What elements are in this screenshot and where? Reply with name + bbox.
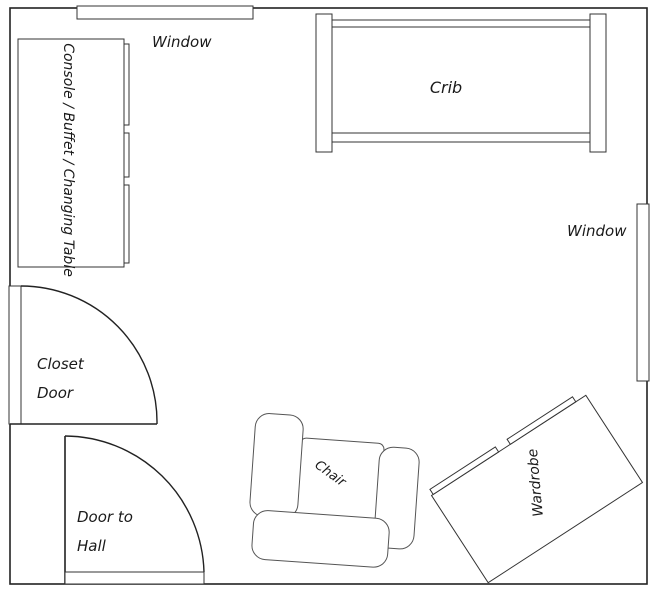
closet-door-swing bbox=[20, 285, 158, 425]
hall-door-threshold bbox=[64, 571, 205, 585]
console-drawer-2 bbox=[123, 132, 130, 178]
wardrobe: Wardrobe bbox=[429, 394, 644, 584]
console-drawer-3 bbox=[123, 184, 130, 264]
hall-door-swing bbox=[64, 435, 205, 573]
crib-label: Crib bbox=[430, 78, 462, 97]
crib-top-rail bbox=[331, 19, 591, 28]
hall-label-line1: Door to bbox=[77, 508, 133, 526]
crib: Crib bbox=[315, 13, 607, 153]
wardrobe-door-right bbox=[506, 396, 577, 445]
closet-label-line1: Closet bbox=[37, 355, 85, 373]
chair: Chair bbox=[249, 413, 420, 568]
crib-mattress bbox=[331, 26, 591, 134]
closet-door-leaf bbox=[8, 285, 22, 425]
crib-right-post bbox=[589, 13, 607, 153]
console-buffet-changing-table: Console / Buffet / Changing Table bbox=[17, 38, 130, 277]
hall-door: Door to Hall bbox=[64, 435, 205, 585]
right-window bbox=[636, 203, 650, 382]
right-window-label: Window bbox=[567, 222, 627, 240]
crib-left-post bbox=[315, 13, 333, 153]
wardrobe-door-left bbox=[429, 446, 500, 496]
chair-left-arm bbox=[249, 413, 304, 519]
closet-label-line2: Door bbox=[37, 384, 74, 402]
console-drawer-1 bbox=[123, 43, 130, 126]
closet-door: Closet Door bbox=[8, 285, 158, 425]
top-window-label: Window bbox=[152, 33, 212, 51]
wardrobe-body bbox=[430, 394, 644, 584]
wardrobe-label: Wardrobe bbox=[525, 448, 547, 517]
chair-back bbox=[251, 510, 390, 568]
console-body bbox=[17, 38, 125, 268]
top-window bbox=[76, 5, 254, 20]
console-label: Console / Buffet / Changing Table bbox=[60, 43, 76, 277]
crib-bottom-rail bbox=[331, 132, 591, 143]
hall-label-line2: Hall bbox=[77, 537, 107, 555]
